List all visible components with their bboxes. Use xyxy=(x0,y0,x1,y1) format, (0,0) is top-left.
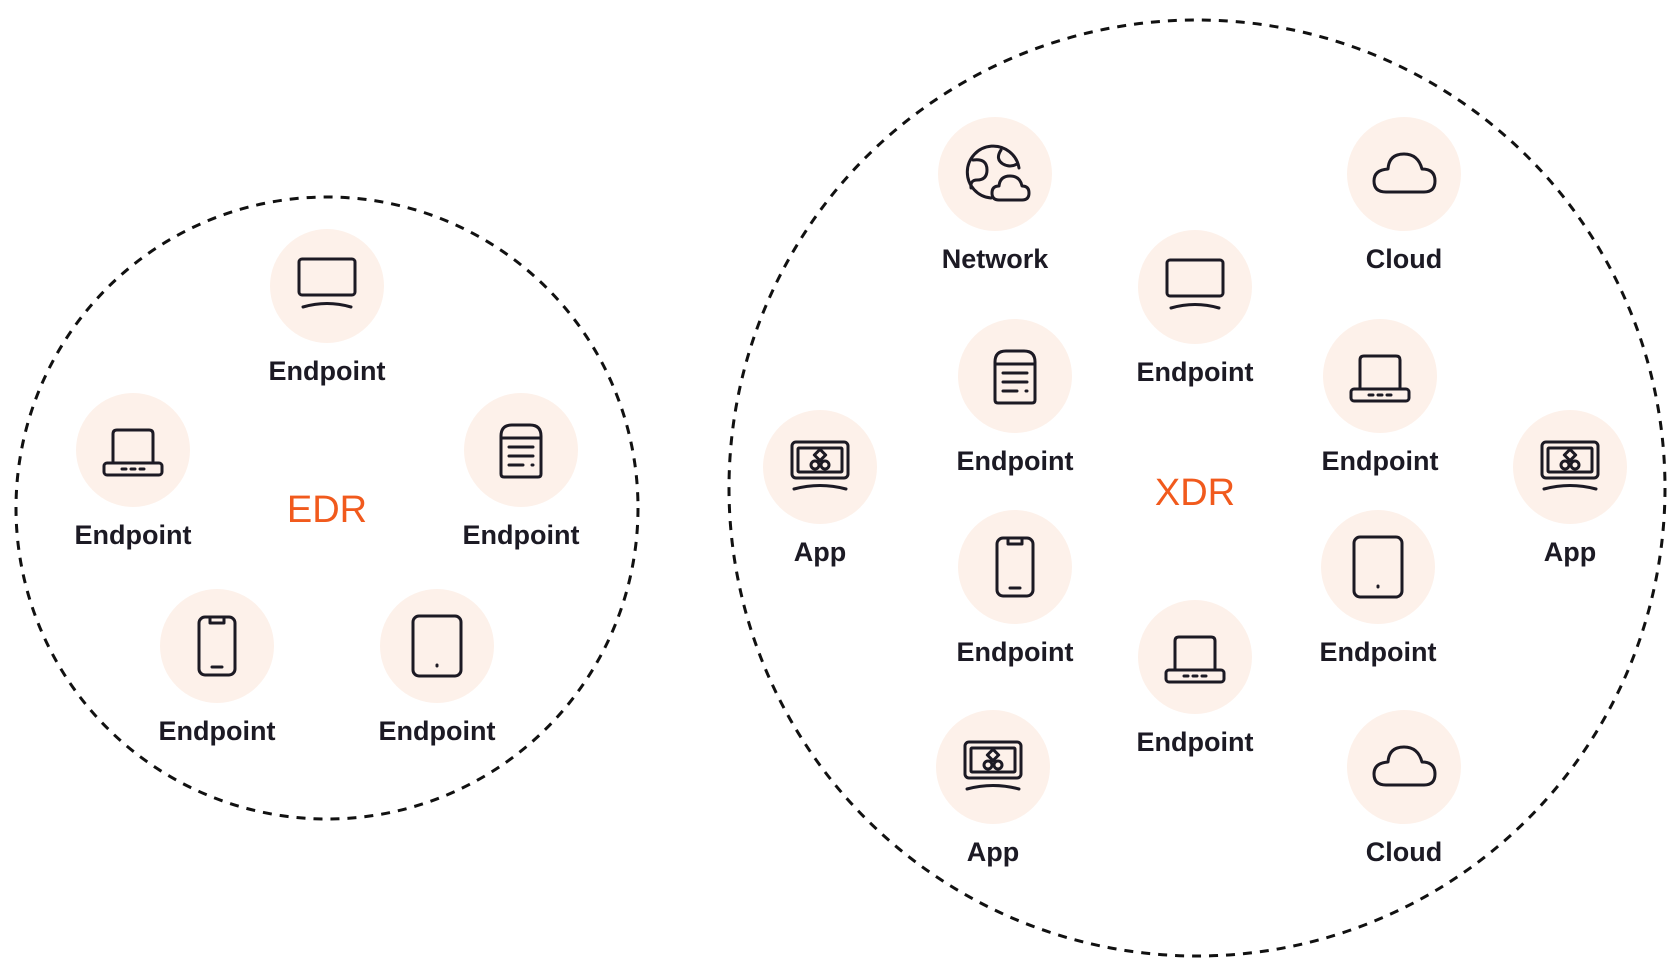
xdr-node-app: App xyxy=(936,710,1050,867)
cloud-icon xyxy=(1372,745,1437,787)
laptop-icon xyxy=(1349,354,1411,403)
node-label: Endpoint xyxy=(1320,637,1437,667)
monitor-icon xyxy=(1165,258,1225,310)
icon-bubble xyxy=(1347,117,1461,231)
edr-boundary xyxy=(14,195,640,821)
node-label: Endpoint xyxy=(1137,357,1254,387)
node-label: Endpoint xyxy=(463,520,580,550)
icon-bubble xyxy=(76,393,190,507)
node-label: Endpoint xyxy=(269,356,386,386)
cloud-icon xyxy=(1372,152,1437,194)
icon-bubble xyxy=(1347,710,1461,824)
server-icon xyxy=(993,349,1037,405)
node-label: Endpoint xyxy=(75,520,192,550)
xdr-node-app: App xyxy=(1513,410,1627,567)
app-icon xyxy=(963,740,1023,791)
edr-title: EDR xyxy=(287,489,367,531)
node-label: Endpoint xyxy=(1322,446,1439,476)
xdr-node-network: Network xyxy=(938,117,1052,274)
xdr-boundary xyxy=(727,18,1667,958)
edr-node-endpoint: Endpoint xyxy=(159,589,276,746)
icon-bubble xyxy=(464,393,578,507)
xdr-node-endpoint: Endpoint xyxy=(1137,230,1254,387)
tablet-icon xyxy=(411,614,463,678)
xdr-node-endpoint: Endpoint xyxy=(957,510,1074,667)
server-icon xyxy=(499,423,543,479)
tablet-icon xyxy=(1352,535,1404,599)
node-label: Network xyxy=(942,244,1050,274)
edr-node-endpoint: Endpoint xyxy=(379,589,496,746)
node-label: App xyxy=(967,837,1019,867)
node-label: Endpoint xyxy=(159,716,276,746)
xdr-node-cloud: Cloud xyxy=(1347,117,1461,274)
icon-bubble xyxy=(160,589,274,703)
icon-bubble xyxy=(1323,319,1437,433)
node-label: App xyxy=(794,537,846,567)
node-label: App xyxy=(1544,537,1596,567)
laptop-icon xyxy=(102,428,164,477)
node-label: Cloud xyxy=(1366,837,1442,867)
xdr-node-endpoint: Endpoint xyxy=(1137,600,1254,757)
xdr-node-app: App xyxy=(763,410,877,567)
xdr-node-endpoint: Endpoint xyxy=(1322,319,1439,476)
xdr-node-cloud: Cloud xyxy=(1347,710,1461,867)
smartphone-icon xyxy=(197,615,237,677)
app-icon xyxy=(1540,440,1600,491)
icon-bubble xyxy=(270,229,384,343)
laptop-icon xyxy=(1164,635,1226,684)
node-label: Endpoint xyxy=(379,716,496,746)
edr-node-endpoint: Endpoint xyxy=(75,393,192,550)
icon-bubble xyxy=(380,589,494,703)
icon-bubble xyxy=(958,319,1072,433)
node-label: Endpoint xyxy=(957,446,1074,476)
node-label: Endpoint xyxy=(957,637,1074,667)
xdr-node-endpoint: Endpoint xyxy=(957,319,1074,476)
xdr-node-endpoint: Endpoint xyxy=(1320,510,1437,667)
node-label: Cloud xyxy=(1366,244,1442,274)
app-icon xyxy=(790,440,850,491)
monitor-icon xyxy=(297,257,357,309)
edr-node-endpoint: Endpoint xyxy=(269,229,386,386)
smartphone-icon xyxy=(995,536,1035,598)
icon-bubble xyxy=(1321,510,1435,624)
xdr-title: XDR xyxy=(1155,472,1235,514)
edr-node-endpoint: Endpoint xyxy=(463,393,580,550)
icon-bubble xyxy=(1138,230,1252,344)
node-label: Endpoint xyxy=(1137,727,1254,757)
icon-bubble xyxy=(1138,600,1252,714)
icon-bubble xyxy=(958,510,1072,624)
globe-cloud-icon xyxy=(965,144,1031,202)
icon-bubble xyxy=(938,117,1052,231)
